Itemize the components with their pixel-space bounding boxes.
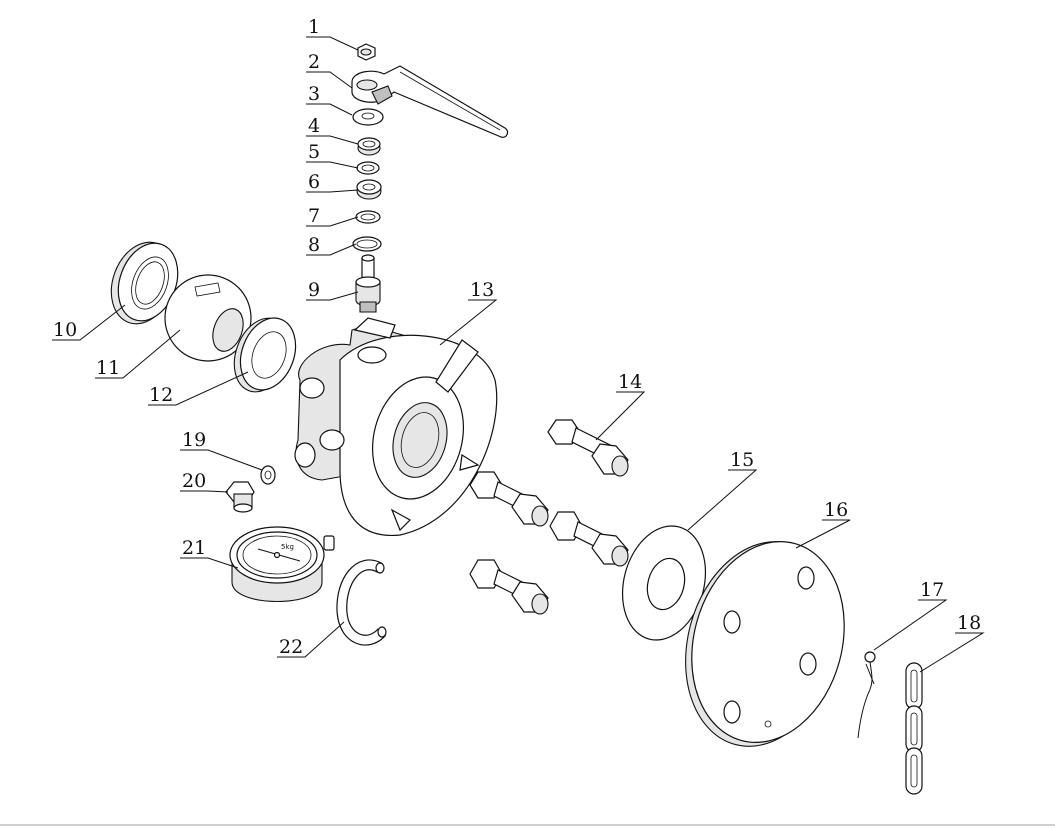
- callout-7: 7: [308, 205, 320, 227]
- part-11-ball: [164, 274, 252, 362]
- callout-1: 1: [308, 16, 320, 38]
- callout-20: 20: [182, 470, 206, 492]
- leader-lines: [52, 36, 985, 673]
- callout-12: 12: [149, 384, 173, 406]
- callout-16: 16: [824, 499, 848, 521]
- part-19-washer: [260, 465, 276, 485]
- part-bolt-b: [549, 511, 629, 567]
- callout-13: 13: [470, 279, 494, 301]
- part-13-valve-body: [294, 317, 498, 536]
- callout-17: 17: [920, 579, 944, 601]
- part-20-plug: [225, 481, 255, 513]
- callout-22: 22: [279, 636, 303, 658]
- callout-15: 15: [730, 449, 754, 471]
- part-10-seat: [110, 241, 179, 325]
- part-bolt-c: [469, 559, 549, 615]
- part-22-siphon-tube: [336, 559, 387, 646]
- part-18-chain: [905, 662, 923, 795]
- callout-21: 21: [182, 537, 206, 559]
- part-16-blind-flange: [685, 541, 845, 747]
- part-12-seat: [233, 317, 297, 393]
- part-2-handle: [351, 65, 509, 138]
- part-8-o-ring: [352, 236, 382, 252]
- callout-19: 19: [182, 429, 206, 451]
- callout-5: 5: [308, 141, 320, 163]
- part-7-ring: [355, 210, 381, 224]
- callout-8: 8: [308, 234, 320, 256]
- part-17-pin: [857, 651, 876, 739]
- part-bolt-a: [469, 471, 549, 527]
- callout-18: 18: [957, 612, 981, 634]
- part-9-stem: [355, 254, 381, 313]
- part-6-ring: [356, 179, 382, 200]
- gauge-face-text: 5kg: [281, 543, 294, 551]
- part-5-ring: [356, 161, 380, 175]
- part-1-hex-nut: [357, 43, 376, 61]
- callout-3: 3: [308, 83, 320, 105]
- callout-labels: 1 2 3 4 5 6 7 8 9 10 11 12 13 14 15 16 1…: [53, 16, 981, 658]
- callout-14: 14: [618, 371, 642, 393]
- part-15-gasket: [621, 525, 707, 641]
- callout-4: 4: [308, 115, 320, 137]
- callout-10: 10: [53, 319, 77, 341]
- part-14-bolt: [547, 419, 629, 477]
- callout-2: 2: [308, 51, 320, 73]
- callout-6: 6: [308, 171, 320, 193]
- callout-9: 9: [308, 279, 320, 301]
- part-3-washer: [352, 108, 384, 126]
- part-21-pressure-gauge: 5kg: [229, 526, 335, 603]
- callout-11: 11: [96, 357, 120, 379]
- part-4-ring: [357, 137, 381, 156]
